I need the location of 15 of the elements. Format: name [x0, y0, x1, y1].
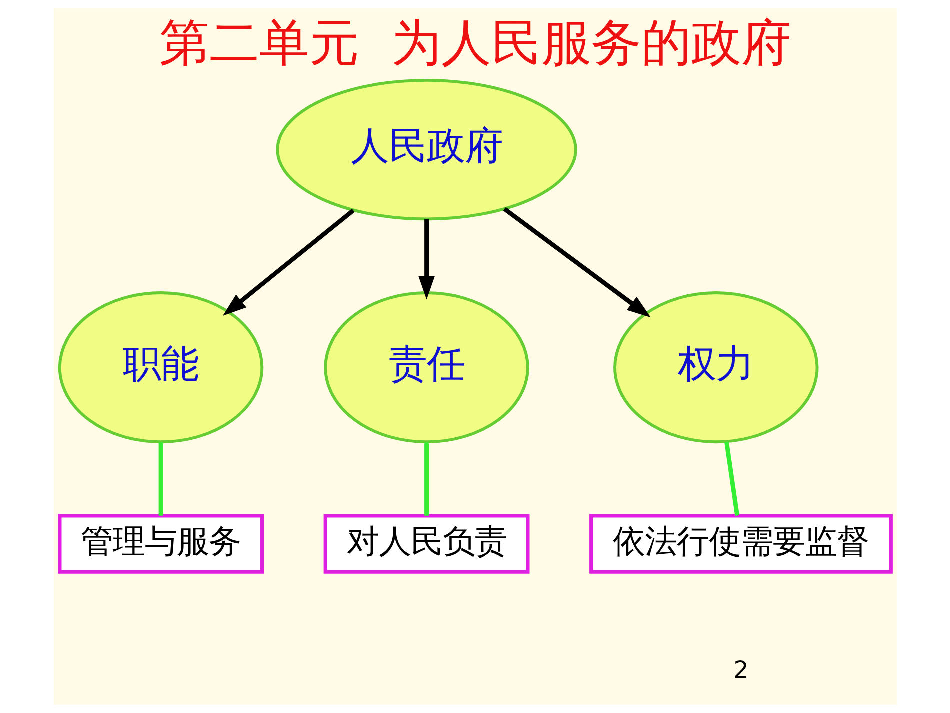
arrow — [418, 219, 435, 300]
node-box: 依法行使需要监督 — [589, 514, 892, 574]
node-ellipse: 职能 — [58, 292, 264, 444]
node-ellipse: 权力 — [613, 292, 818, 444]
node-ellipse: 人民政府 — [276, 78, 577, 221]
connector — [158, 442, 163, 516]
arrow — [502, 207, 650, 318]
connector — [724, 442, 740, 516]
connector — [424, 442, 428, 516]
node-box: 对人民负责 — [323, 514, 530, 574]
arrow — [222, 208, 354, 316]
node-ellipse: 责任 — [324, 292, 529, 444]
diagram-title: 第二单元 为人民服务的政府 — [159, 13, 791, 72]
label: 2 — [733, 656, 748, 684]
node-box: 管理与服务 — [58, 514, 264, 574]
